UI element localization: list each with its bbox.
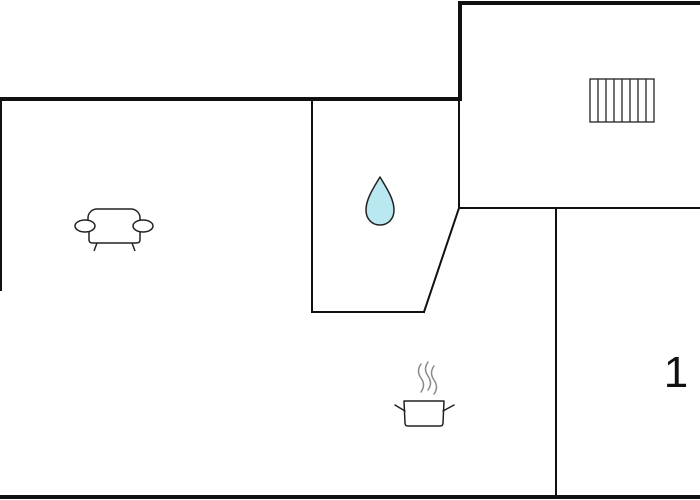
room-number-label: 1 (663, 348, 689, 397)
sofa-icon (74, 208, 154, 252)
water-drop-icon (365, 176, 395, 226)
steam-icon (417, 361, 438, 395)
wall-bathroom-diagonal (422, 206, 461, 314)
radiator-icon (589, 78, 655, 123)
cooking-pot-icon (394, 361, 455, 427)
